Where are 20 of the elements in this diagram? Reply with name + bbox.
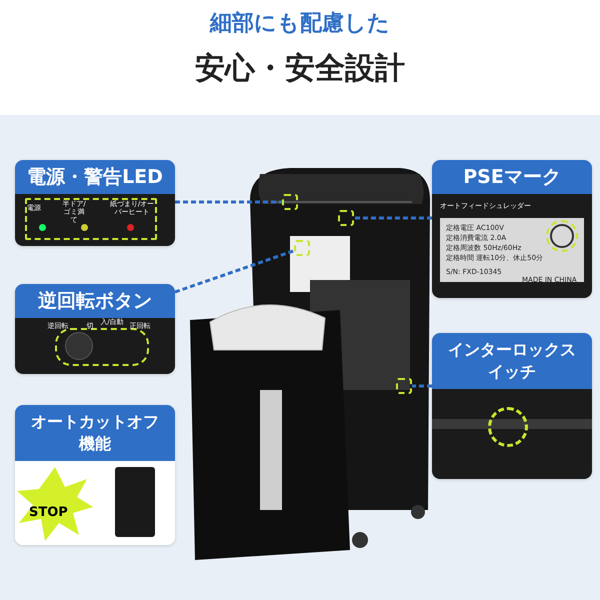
- subheadline: 細部にも配慮した: [208, 10, 391, 38]
- card-heading: 電源・警告LED: [15, 160, 175, 194]
- callout-card: [432, 160, 592, 298]
- headline: 安心・安全設計: [194, 50, 406, 88]
- card-heading: インターロックスイッチ: [432, 333, 592, 389]
- highlight-spot: [282, 194, 298, 210]
- callout-card: [432, 333, 592, 479]
- highlight-spot: [338, 210, 354, 226]
- leader-line: [412, 384, 432, 388]
- highlight-spot: [396, 378, 412, 394]
- callout-card: [15, 405, 175, 545]
- callout-card: [15, 284, 175, 374]
- leader-line: [354, 216, 432, 220]
- leader-line: [175, 200, 282, 204]
- card-heading: PSEマーク: [432, 160, 592, 194]
- callout-card: [15, 160, 175, 246]
- card-heading: オートカットオフ機能: [15, 405, 175, 461]
- card-heading: 逆回転ボタン: [15, 284, 175, 318]
- highlight-spot: [294, 240, 310, 256]
- stop-text: STOP: [29, 505, 68, 520]
